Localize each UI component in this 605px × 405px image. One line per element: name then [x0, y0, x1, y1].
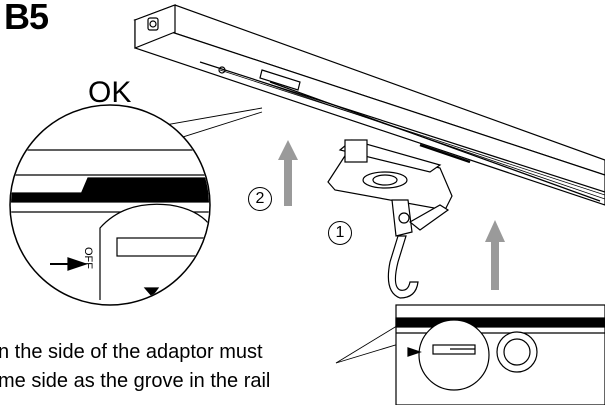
switch-off-label: OFF [82, 247, 94, 269]
ok-label: OK [88, 76, 132, 109]
caption-line-1: n the side of the adaptor must [0, 341, 263, 363]
track-rail [133, 4, 605, 206]
detail-inset [335, 304, 605, 405]
magnifier-detail [9, 104, 263, 306]
insert-arrow-left [278, 140, 298, 206]
step-number-2: 2 [248, 187, 272, 211]
caption-line-2: me side as the grove in the rail [0, 370, 271, 392]
adaptor [327, 139, 453, 299]
step-number-1: 1 [328, 221, 352, 245]
insert-arrow-right [485, 220, 505, 290]
step-label: B5 [4, 0, 49, 37]
